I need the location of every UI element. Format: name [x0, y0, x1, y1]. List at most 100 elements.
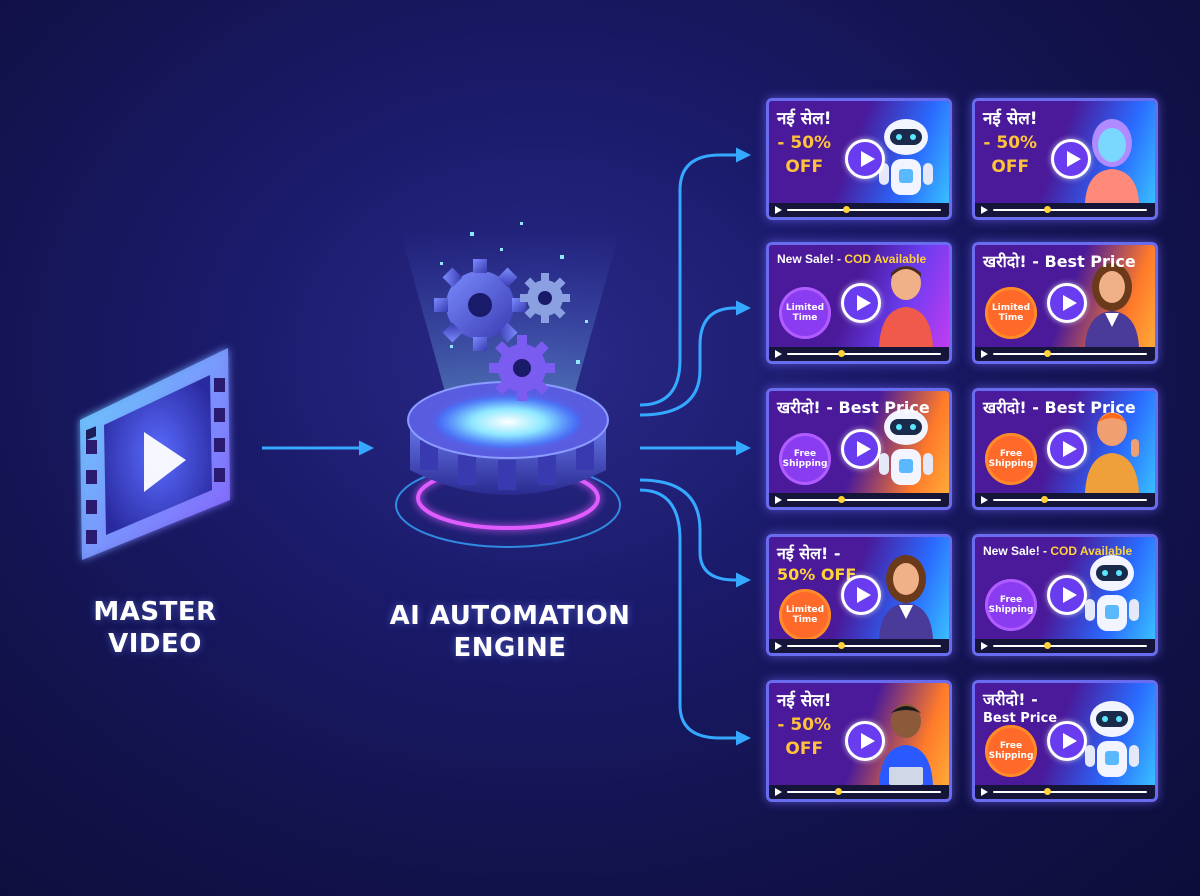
mini-play-icon[interactable] [981, 496, 988, 504]
play-button-icon[interactable] [1047, 575, 1087, 615]
progress-track [993, 209, 1147, 211]
progress-track [787, 645, 941, 647]
play-button-icon[interactable] [841, 283, 881, 323]
mini-play-icon[interactable] [981, 350, 988, 358]
progress-handle[interactable] [1040, 496, 1048, 503]
video-progress-bar[interactable] [769, 493, 949, 507]
progress-handle[interactable] [834, 788, 842, 795]
progress-track [787, 499, 941, 501]
ai-engine-icon [395, 222, 621, 548]
headline-line: New Sale! - [983, 544, 1051, 558]
progress-handle[interactable] [837, 496, 845, 503]
master-video-label: MASTER VIDEO [93, 597, 217, 659]
card-headline: खरीदो! - Best Price [777, 397, 930, 418]
gear-large-icon [434, 259, 526, 351]
arrow-to-row-4 [639, 478, 751, 588]
offer-badge: Limited Time [779, 287, 831, 339]
headline-line: जरीदो! - [983, 690, 1038, 709]
man-dark-avatar-icon [871, 695, 941, 785]
mini-play-icon[interactable] [981, 206, 988, 214]
video-progress-bar[interactable] [769, 203, 949, 217]
gear-small-icon [520, 273, 570, 323]
progress-handle[interactable] [842, 206, 850, 213]
output-arrows [639, 147, 751, 746]
mini-play-icon[interactable] [981, 788, 988, 796]
man-avatar-icon [871, 257, 941, 347]
robot-avatar-icon [1077, 695, 1147, 785]
card-headline: नई सेल!- 50%OFF [777, 689, 831, 761]
play-button-icon[interactable] [845, 721, 885, 761]
video-progress-bar[interactable] [975, 639, 1155, 653]
ai-engine-label: AI AUTOMATION ENGINE [389, 601, 631, 663]
card-headline: New Sale! - COD Available [983, 543, 1132, 559]
mini-play-icon[interactable] [981, 642, 988, 650]
video-progress-bar[interactable] [769, 639, 949, 653]
play-button-icon[interactable] [1047, 429, 1087, 469]
output-video-card[interactable]: नई सेल!- 50%OFF [972, 98, 1158, 220]
discount-text: OFF [785, 739, 824, 759]
offer-badge: Limited Time [985, 287, 1037, 339]
arrow-to-row-1 [639, 147, 751, 407]
discount-text: - 50% [983, 133, 1038, 153]
progress-handle[interactable] [1043, 642, 1051, 649]
play-button-icon[interactable] [845, 139, 885, 179]
headline-line: नई सेल! - [777, 544, 841, 563]
offer-badge: Free Shipping [985, 579, 1037, 631]
headline-line: खरीदो! - Best Price [983, 398, 1136, 417]
offer-badge: Free Shipping [985, 433, 1037, 485]
progress-handle[interactable] [837, 642, 845, 649]
video-progress-bar[interactable] [975, 203, 1155, 217]
card-headline: नई सेल! -50% OFF [777, 543, 856, 585]
video-progress-bar[interactable] [769, 785, 949, 799]
video-progress-bar[interactable] [975, 347, 1155, 361]
discount-text: OFF [785, 157, 824, 177]
discount-text: - 50% [777, 133, 832, 153]
output-video-card[interactable]: नई सेल!- 50%OFF [766, 680, 952, 802]
progress-track [993, 353, 1147, 355]
arrow-to-row-2 [639, 300, 751, 417]
card-headline: खरीदो! - Best Price [983, 251, 1136, 272]
video-progress-bar[interactable] [975, 785, 1155, 799]
mini-play-icon[interactable] [775, 350, 782, 358]
mini-play-icon[interactable] [775, 206, 782, 214]
master-video-icon [80, 348, 230, 560]
progress-track [993, 499, 1147, 501]
progress-handle[interactable] [1043, 206, 1051, 213]
progress-handle[interactable] [1043, 788, 1051, 795]
play-button-icon[interactable] [841, 575, 881, 615]
progress-track [787, 209, 941, 211]
headline-line: नई सेल! [777, 109, 832, 129]
woman-blue-avatar-icon [1077, 113, 1147, 203]
card-headline: नई सेल! - 50% OFF [777, 107, 831, 179]
card-headline: खरीदो! - Best Price [983, 397, 1136, 418]
mini-play-icon[interactable] [775, 496, 782, 504]
headline-line: Best Price [983, 711, 1058, 726]
play-button-icon[interactable] [1047, 721, 1087, 761]
progress-handle[interactable] [1043, 350, 1051, 357]
film-perforations [86, 378, 225, 544]
video-progress-bar[interactable] [975, 493, 1155, 507]
progress-handle[interactable] [837, 350, 845, 357]
robot-avatar-icon [871, 403, 941, 493]
woman-avatar-icon [871, 549, 941, 639]
video-progress-bar[interactable] [769, 347, 949, 361]
play-button-icon[interactable] [841, 429, 881, 469]
mini-play-icon[interactable] [775, 642, 782, 650]
play-button-icon[interactable] [1047, 283, 1087, 323]
output-video-card[interactable]: नई सेल! - 50% OFF [766, 98, 952, 220]
headline-line: खरीदो! - Best Price [777, 398, 930, 417]
mini-play-icon[interactable] [775, 788, 782, 796]
play-button-icon[interactable] [1051, 139, 1091, 179]
headline-line: New Sale! - [777, 252, 845, 266]
offer-badge: Free Shipping [985, 725, 1037, 777]
robot-avatar-icon [871, 113, 941, 203]
progress-track [787, 353, 941, 355]
discount-text: OFF [991, 157, 1030, 177]
